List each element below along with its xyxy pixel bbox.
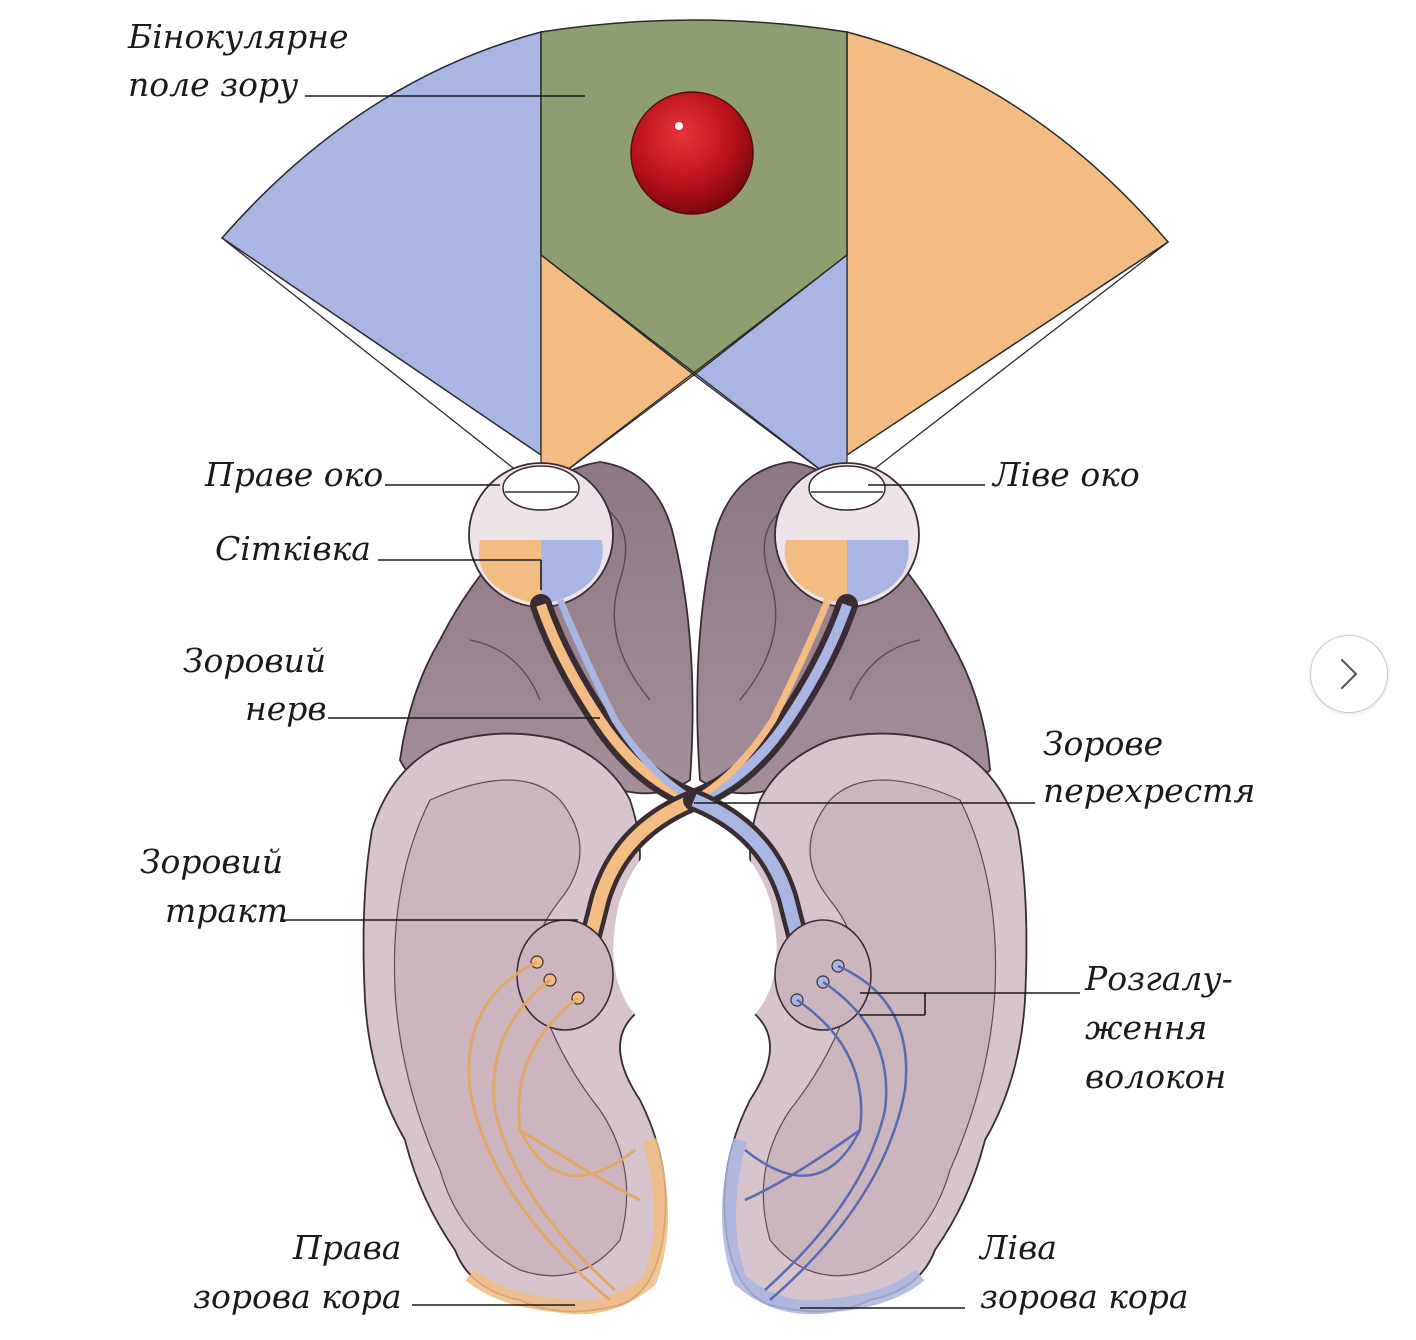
chevron-right-icon [1341, 659, 1357, 689]
right-eye-temporal-field [540, 253, 695, 492]
left-cortex-label-1: Ліва [978, 1228, 1057, 1267]
binocular-field-label-1: Бінокулярне [127, 17, 349, 56]
left-eye-temporal-field [693, 253, 848, 492]
optic-pathways [467, 594, 908, 1302]
optic-tract-label-2: тракт [165, 891, 288, 930]
branching-label-1: Розгалу- [1084, 959, 1233, 998]
brain [362, 461, 1028, 1315]
binocular-field-label-2: поле зору [128, 65, 298, 104]
right-cortex-label-2: зорова кора [193, 1277, 402, 1316]
optic-tract-label-1: Зоровий [140, 842, 283, 881]
target-object [630, 91, 754, 215]
optic-nerve-label-1: Зоровий [183, 641, 326, 680]
branching-label-3: волокон [1085, 1057, 1226, 1096]
chiasm-label-1: Зорове [1043, 724, 1163, 763]
next-image-button[interactable] [1310, 635, 1388, 713]
right-cortex-label-1: Права [292, 1228, 401, 1267]
branching-label-2: ження [1085, 1008, 1207, 1047]
chiasm-label-2: перехрестя [1043, 771, 1255, 810]
optic-nerve-label-2: нерв [245, 689, 327, 728]
left-eye [774, 462, 920, 608]
right-visual-field [846, 31, 1170, 457]
right-eye [468, 462, 614, 608]
right-eye-label: Праве око [204, 455, 383, 494]
visual-field-fan [220, 19, 1170, 492]
leader-lines [282, 95, 1080, 1309]
left-visual-field [220, 31, 542, 457]
retina-label: Сітківка [215, 529, 371, 568]
left-cortex-label-2: зорова кора [980, 1277, 1189, 1316]
left-eye-label: Ліве око [991, 455, 1140, 494]
